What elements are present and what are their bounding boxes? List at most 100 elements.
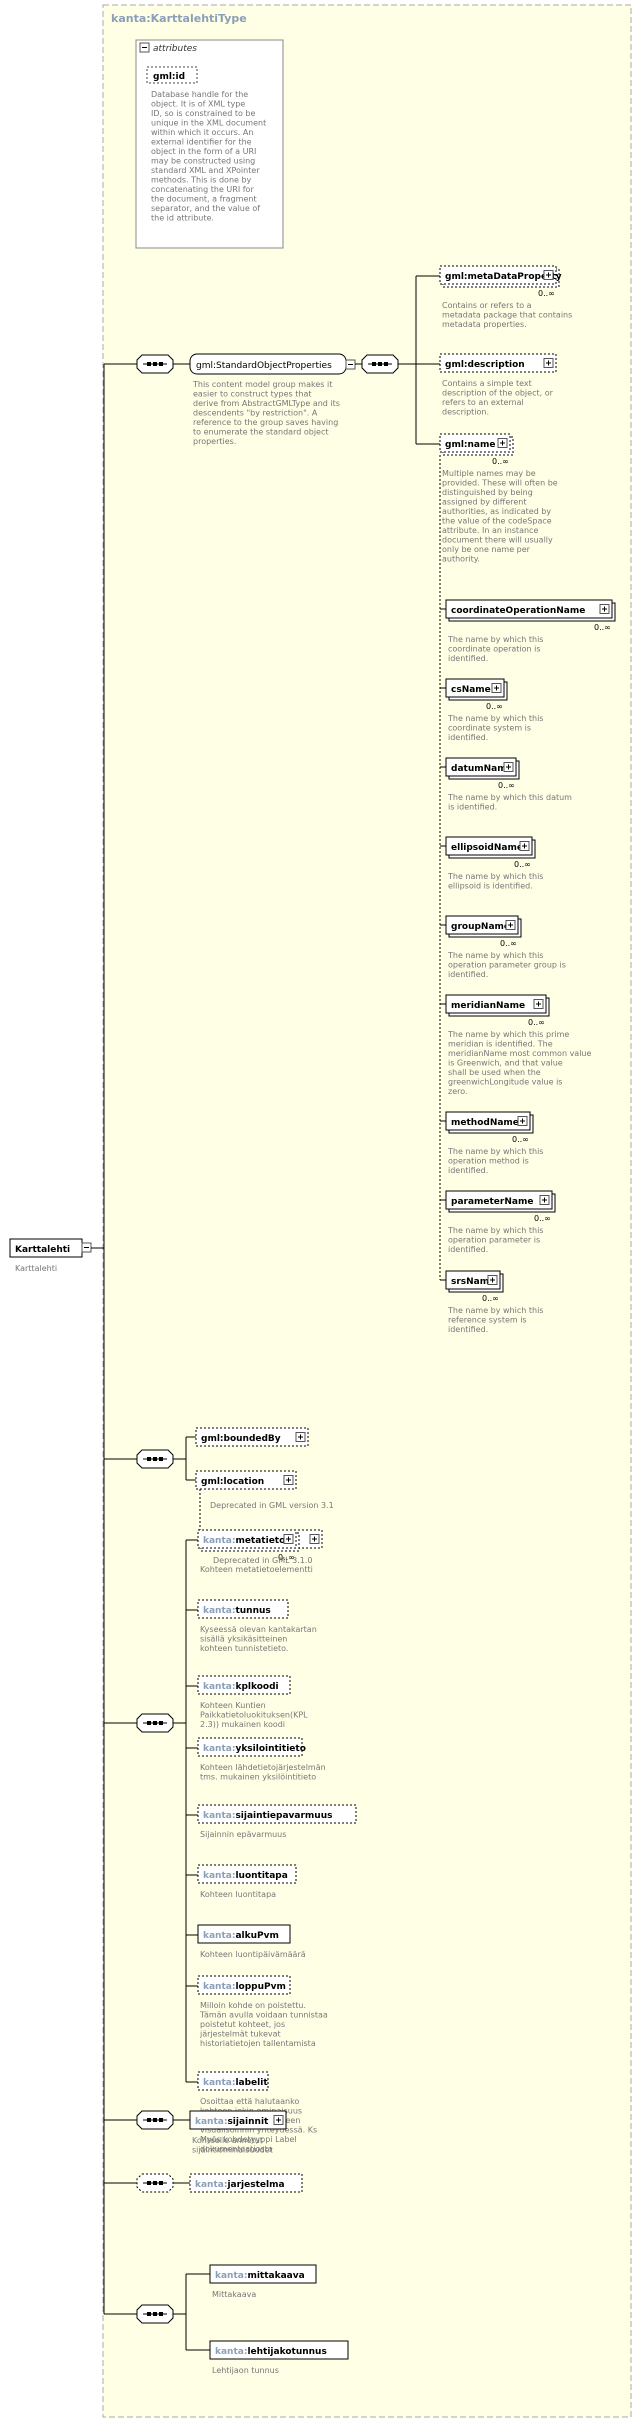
choice-meridianName-expand-icon[interactable]	[533, 999, 544, 1009]
choice-parameterName-label: parameterName	[451, 1197, 533, 1207]
choice-methodName-expand-icon[interactable]	[517, 1116, 528, 1126]
element-metatieto-expand-icon[interactable]	[283, 1534, 294, 1544]
element-mittakaava-description: Mittakaava	[212, 2290, 256, 2299]
choice-meridianName-label: meridianName	[451, 1001, 525, 1011]
choice-methodName-cardinality: 0..∞	[512, 1135, 529, 1144]
sequence-compositor[interactable]	[361, 354, 399, 374]
choice-ellipsoidName-label: ellipsoidName	[451, 843, 523, 853]
gml-id-attribute-box[interactable]	[146, 66, 198, 84]
choice-csName-expand-icon[interactable]	[491, 683, 502, 693]
sequence-compositor[interactable]	[136, 354, 174, 374]
element-gml-boundedBy[interactable]: gml:boundedBy	[195, 1427, 309, 1447]
standard-group-label: gml:StandardObjectProperties	[196, 361, 332, 371]
choice-datumName-expand-icon[interactable]	[503, 762, 514, 772]
main-trunk	[91, 363, 137, 2315]
element-lehtijakotunnus-description: Lehtijaon tunnus	[212, 2366, 279, 2375]
element-jarjestelma-label: kanta:jarjestelma	[195, 2180, 285, 2190]
choice-ellipsoidName-cardinality: 0..∞	[514, 860, 531, 869]
choice-groupName-label: groupName	[451, 922, 510, 932]
choice-coordinateOperationName-label: coordinateOperationName	[451, 606, 585, 616]
choice-groupName-cardinality: 0..∞	[500, 939, 517, 948]
choice-parameterName-cardinality: 0..∞	[534, 1214, 551, 1223]
choice-csName-cardinality: 0..∞	[486, 702, 503, 711]
element-metatieto-description: Kohteen metatietoelementti	[200, 1565, 313, 1574]
choice-methodName-label: methodName	[451, 1118, 519, 1128]
element-sijaintiepavarmuus-label: kanta:sijaintiepavarmuus	[203, 1811, 332, 1821]
sequence-compositor[interactable]	[136, 2110, 174, 2130]
element-jarjestelma[interactable]: kanta:jarjestelma	[189, 2173, 303, 2193]
choice-coordinateOperationName-expand-icon[interactable]	[599, 604, 610, 614]
choice-csName-label: csName	[451, 685, 491, 695]
element-gml-location[interactable]: gml:location	[195, 1470, 297, 1490]
element-gml-description-expand-icon[interactable]	[543, 358, 554, 368]
element-priorityLocation-expand-icon[interactable]	[309, 1534, 320, 1544]
element-gml-boundedBy-expand-icon[interactable]	[295, 1432, 306, 1442]
element-kplkoodi-label: kanta:kplkoodi	[203, 1682, 279, 1692]
choice-meridianName-cardinality: 0..∞	[528, 1018, 545, 1027]
choice-groupName-expand-icon[interactable]	[505, 920, 516, 930]
element-gml-location-expand-icon[interactable]	[283, 1475, 294, 1485]
element-sijaintiepavarmuus-description: Sijainnin epävarmuus	[200, 1830, 286, 1839]
choice-srsName-expand-icon[interactable]	[487, 1275, 498, 1285]
element-gml-metaDataProperty-expand-icon[interactable]	[543, 270, 554, 280]
element-gml-description-label: gml:description	[445, 360, 525, 370]
sequence-compositor[interactable]	[136, 1449, 174, 1469]
sequence-compositor[interactable]	[136, 2173, 174, 2193]
element-gml-name-label: gml:name	[445, 440, 495, 450]
element-gml-location-label: gml:location	[201, 1477, 264, 1487]
element-gml-metaDataProperty-cardinality: 0..∞	[538, 289, 555, 298]
choice-datumName-label: datumName	[451, 764, 513, 774]
choice-srsName-cardinality: 0..∞	[482, 1294, 499, 1303]
choice-ellipsoidName-expand-icon[interactable]	[519, 841, 530, 851]
sequence-compositor[interactable]	[136, 2304, 174, 2324]
sequence-compositor[interactable]	[136, 1713, 174, 1733]
element-gml-boundedBy-label: gml:boundedBy	[201, 1434, 281, 1444]
element-gml-name-expand-icon[interactable]	[497, 438, 508, 448]
gml-id-attribute-label: gml:id	[153, 72, 185, 82]
priority-location-description: Deprecated in GML 3.1.0	[213, 1556, 312, 1565]
type-title: kanta:KarttalehtiType	[111, 12, 247, 25]
element-sijainnit-expand-icon[interactable]	[273, 2115, 284, 2125]
element-loppuPvm-description: Milloin kohde on poistettu.Tämän avulla …	[199, 2001, 328, 2048]
element-gml-name-cardinality: 0..∞	[492, 457, 509, 466]
choice-parameterName-expand-icon[interactable]	[539, 1195, 550, 1205]
element-luontitapa-description: Kohteen luontitapa	[200, 1890, 276, 1899]
element-alkuPvm-description: Kohteen luontipäivämäärä	[200, 1950, 306, 1959]
element-luontitapa-label: kanta:luontitapa	[203, 1871, 288, 1881]
